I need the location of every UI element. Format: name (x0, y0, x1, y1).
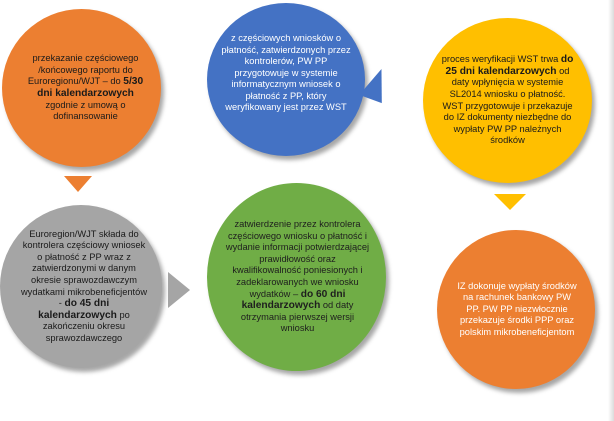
step-report-transfer-text-pre: przekazanie częściowego /końcowego rapor… (27, 53, 139, 87)
step-report-transfer-circle: przekazanie częściowego /końcowego rapor… (2, 9, 161, 167)
step-controller-approval-circle: zatwierdzenie przez kontrolera częściowe… (207, 183, 386, 371)
step-wst-verification-text: proces weryfikacji WST trwa do 25 dni ka… (441, 54, 574, 147)
step-controller-approval-deadline: do 60 dni kalendarzowych (241, 288, 346, 312)
step-wst-verification-circle: proces weryfikacji WST trwa do 25 dni ka… (423, 18, 592, 183)
step-partial-claim-submission-text-post: po zakończeniu okresu sprawozdawczego (42, 309, 130, 343)
step-payment-claim-preparation-text: z częściowych wniosków o płatność, zatwi… (221, 32, 351, 113)
step-partial-claim-submission-circle: Euroregion/WJT składa do kontrolera częś… (0, 205, 162, 368)
step-report-transfer-deadline: 5/30 dni kalendarzowych (37, 76, 144, 99)
arrow-down-icon (64, 176, 92, 192)
step-report-transfer-text-post: zgodnie z umową o dofinansowanie (45, 99, 126, 122)
step-wst-verification-text-post: od daty wpłynięcia w systemie SL2014 wni… (442, 65, 573, 146)
step-wst-verification-text-pre: proces weryfikacji WST trwa (441, 54, 561, 65)
arrow-right-icon (168, 272, 190, 308)
step-controller-approval-text: zatwierdzenie przez kontrolera częściowe… (225, 219, 370, 335)
step-partial-claim-submission-deadline: do 45 dni kalendarzowych (38, 298, 117, 321)
step-funds-payment-circle: IZ dokonuje wypłaty środków na rachunek … (437, 230, 595, 389)
step-funds-payment-text: IZ dokonuje wypłaty środków na rachunek … (457, 280, 577, 337)
step-payment-claim-preparation-circle: z częściowych wniosków o płatność, zatwi… (207, 3, 365, 156)
step-report-transfer-text: przekazanie częściowego /końcowego rapor… (24, 53, 147, 123)
step-partial-claim-submission-text-pre: Euroregion/WJT składa do kontrolera częś… (20, 228, 148, 309)
arrow-down-icon (494, 194, 526, 210)
step-controller-approval-text-pre: zatwierdzenie przez kontrolera częściowe… (225, 219, 370, 299)
step-wst-verification-deadline: do 25 dni kalendarzowych (445, 54, 574, 77)
right-edge-shadow (608, 0, 614, 421)
step-partial-claim-submission-text: Euroregion/WJT składa do kontrolera częś… (20, 229, 148, 345)
step-controller-approval-text-post: od daty otrzymania pierwszej wersji wnio… (240, 300, 355, 334)
